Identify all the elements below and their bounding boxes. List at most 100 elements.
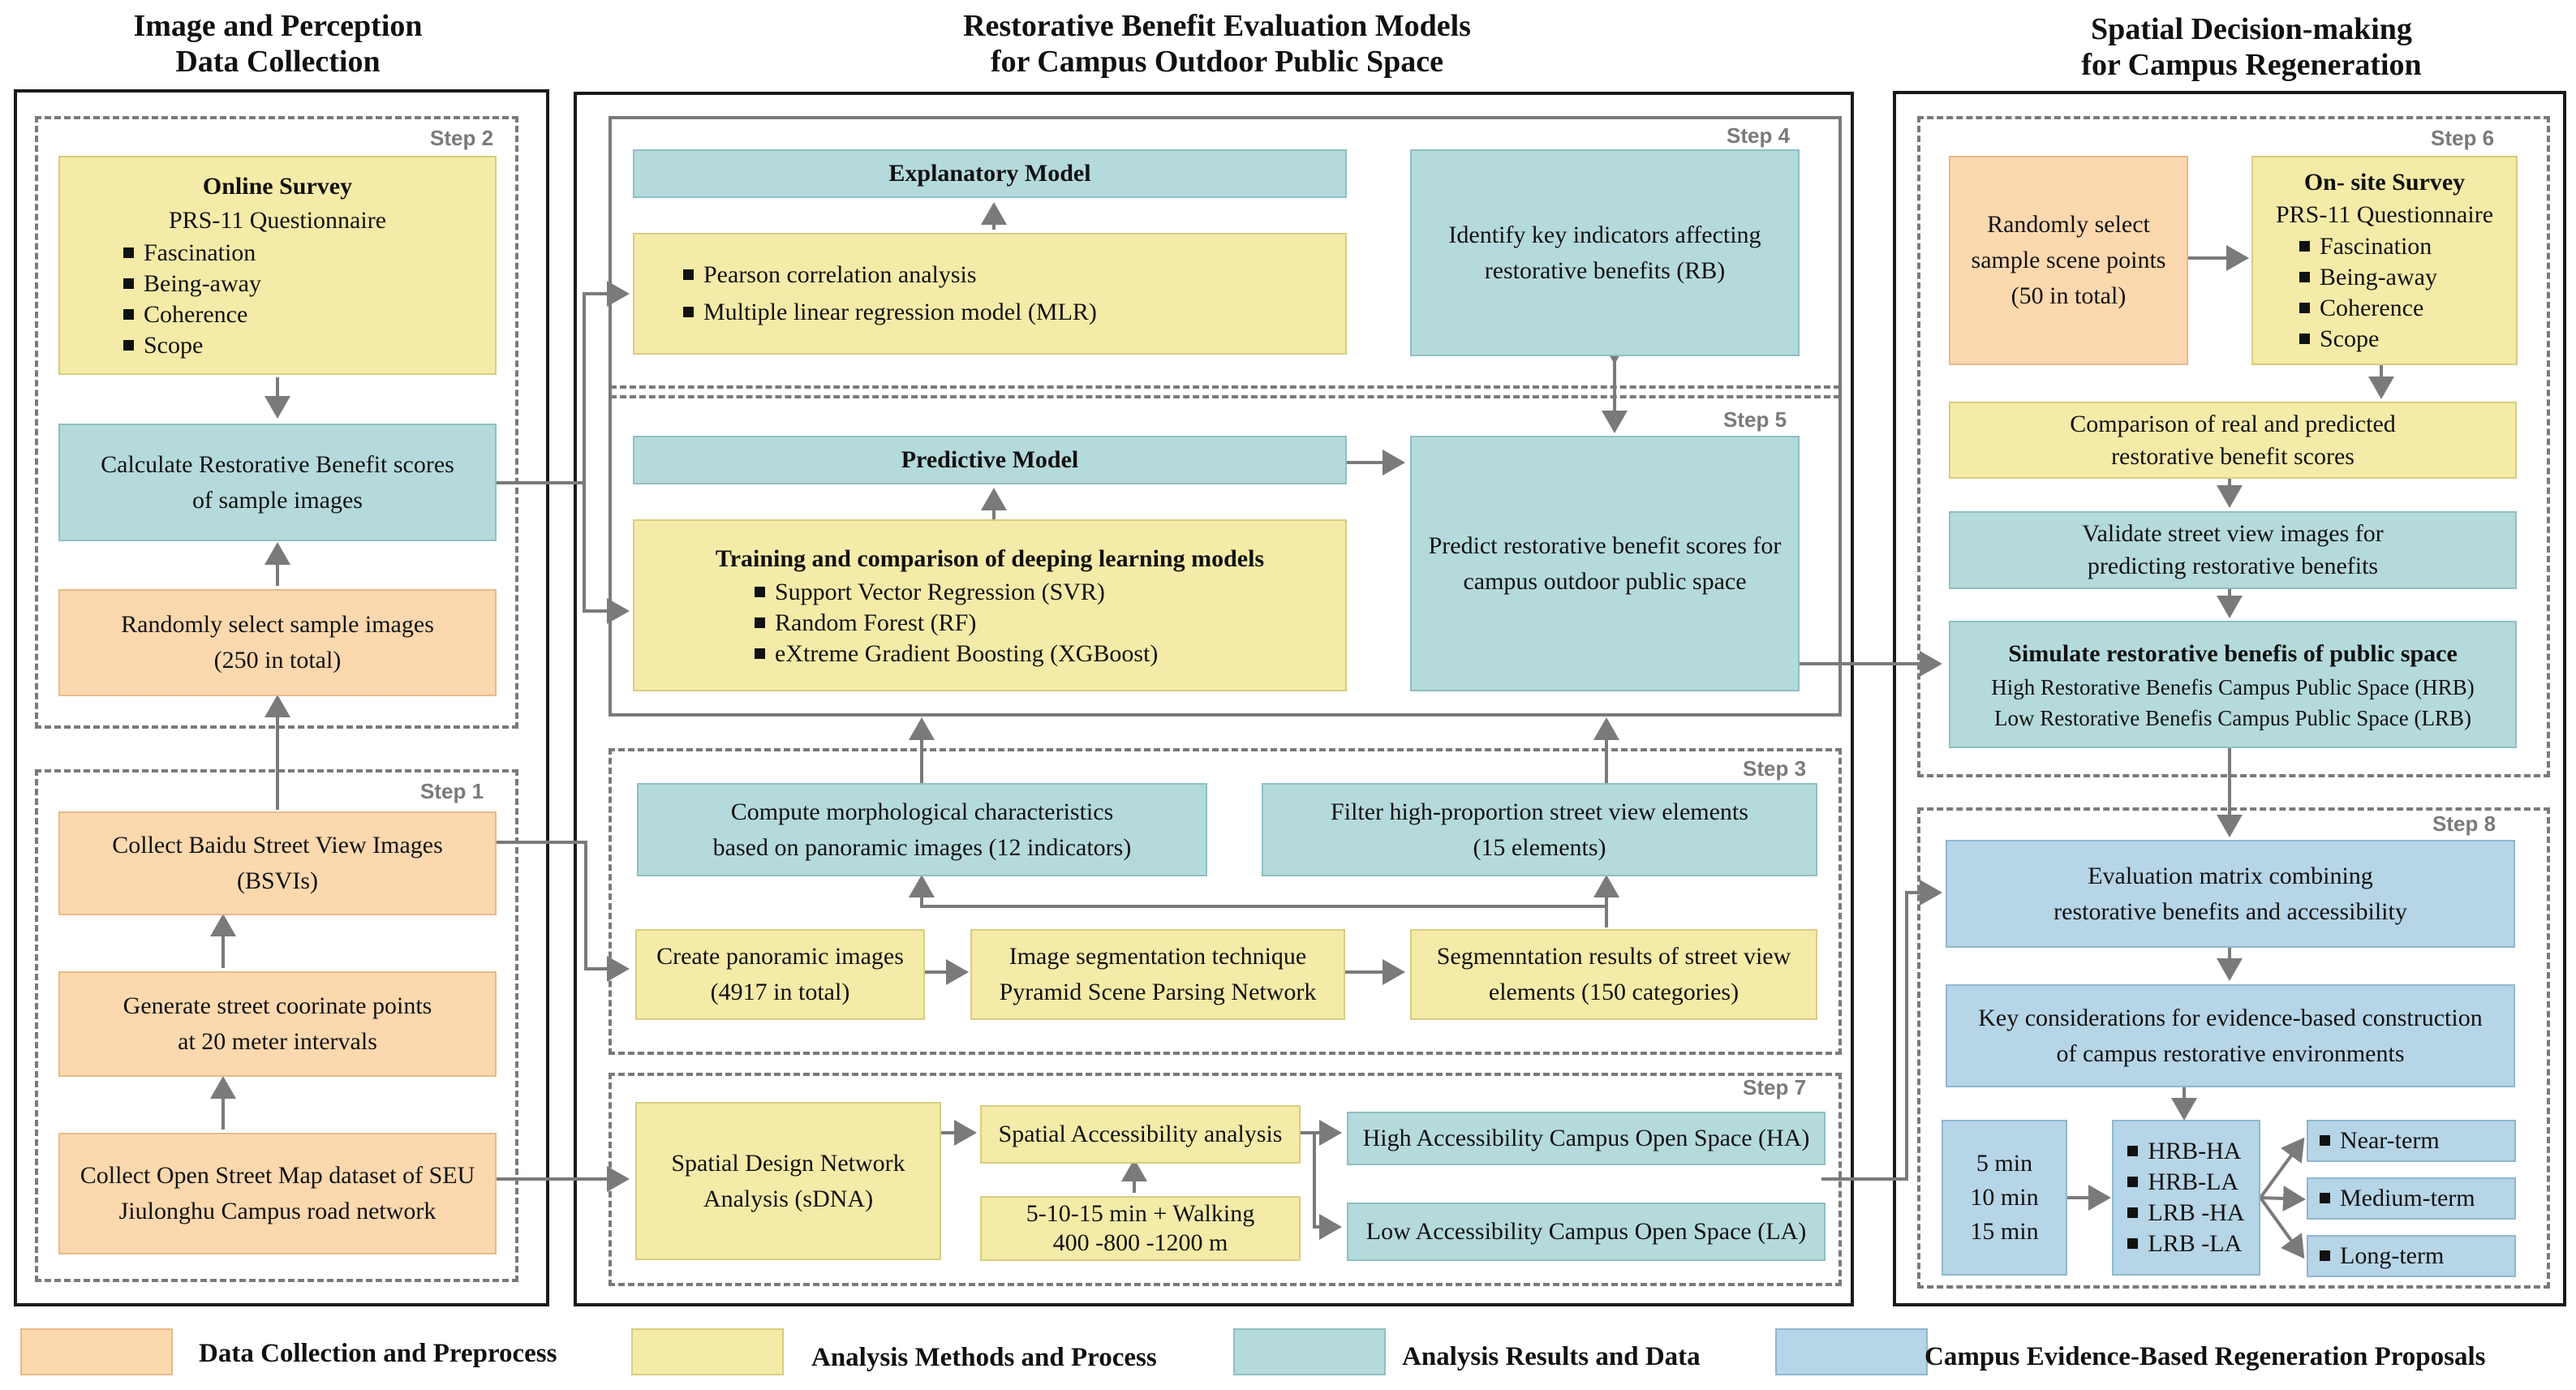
comparison-box: Comparison of real and predicted restora…	[1949, 402, 2517, 479]
high-accessibility-label: High Accessibility Campus Open Space (HA…	[1362, 1125, 1810, 1151]
collect-bsvi-box: Collect Baidu Street View Images (BSVIs)	[58, 811, 497, 915]
random-images-line-1: Randomly select sample images	[121, 611, 434, 638]
identify-indicators-line-1: Identify key indicators affecting	[1448, 221, 1761, 248]
identify-indicators-line-2: restorative benefits (RB)	[1484, 256, 1726, 284]
onsite-survey-subtitle: PRS-11 Questionnaire	[2275, 201, 2494, 228]
training-models-list: Support Vector Regression (SVR) Random F…	[755, 577, 1209, 669]
long-term-box: Long-term	[2307, 1235, 2516, 1277]
key-considerations-line-1: Key considerations for evidence-based co…	[1978, 1004, 2483, 1031]
random-points-box: Randomly select sample scene points (50 …	[1949, 156, 2188, 365]
accessibility-analysis-box: Spatial Accessibility analysis	[980, 1105, 1301, 1164]
bullet-square-icon	[683, 306, 694, 317]
minutes-box: 5 min 10 min 15 min	[1942, 1120, 2067, 1276]
random-points-line-2: sample scene points	[1971, 247, 2166, 273]
validate-line-2: predicting restorative benefits	[2087, 553, 2379, 579]
walking-range-line-2: 400 -800 -1200 m	[1052, 1229, 1228, 1256]
sdna-line-1: Spatial Design Network	[671, 1149, 905, 1177]
segmentation-results-box: Segmenntation results of street view ele…	[1410, 929, 1817, 1020]
bullet-square-icon	[683, 269, 694, 280]
comparison-line-1: Comparison of real and predicted	[2070, 410, 2396, 437]
arrow-seg-to-morph	[909, 875, 1608, 927]
onsite-survey-item: Coherence	[2299, 293, 2470, 324]
medium-term-label: Medium-term	[2320, 1181, 2475, 1216]
bullet-square-icon	[755, 586, 765, 597]
step-6-label: Step 6	[2431, 126, 2495, 150]
create-panoramic-box: Create panoramic images (4917 in total)	[635, 929, 925, 1020]
legend-label-analysis-results: Analysis Results and Data	[1402, 1342, 1701, 1371]
near-term-box: Near-term	[2307, 1120, 2516, 1162]
low-accessibility-label: Low Accessibility Campus Open Space (LA)	[1365, 1218, 1807, 1245]
step-7-label: Step 7	[1743, 1075, 1807, 1100]
simulate-line-lrb: Low Restorative Benefis Campus Public Sp…	[1994, 705, 2471, 730]
simulate-line-hrb: High Restorative Benefis Campus Public S…	[1991, 674, 2475, 699]
comparison-line-2: restorative benefit scores	[2111, 442, 2355, 470]
calculate-scores-box: Calculate Restorative Benefit scores of …	[58, 424, 497, 541]
predict-scores-line-2: campus outdoor public space	[1463, 567, 1747, 595]
collect-bsvi-line-1: Collect Baidu Street View Images	[112, 832, 443, 859]
training-models-box: Training and comparison of deeping learn…	[633, 519, 1347, 691]
combos-box: HRB-HA HRB-LA LRB -HA LRB -LA	[2112, 1120, 2260, 1276]
legend-swatch-regeneration-proposals	[1775, 1328, 1928, 1375]
create-panoramic-line-2: (4917 in total)	[710, 979, 850, 1005]
combos-list: HRB-HA HRB-LA LRB -HA LRB -LA	[2127, 1136, 2245, 1259]
generate-points-line-1: Generate street coorinate points	[123, 992, 432, 1019]
online-survey-item: Scope	[123, 330, 367, 361]
segmentation-line-1: Image segmentation technique	[1008, 943, 1307, 970]
create-panoramic-line-1: Create panoramic images	[656, 943, 904, 970]
simulate-title: Simulate restorative benefis of public s…	[2008, 639, 2458, 667]
predict-scores-line-1: Predict restorative benefit scores for	[1428, 531, 1782, 559]
middle-title-line-1: Restorative Benefit Evaluation Models	[963, 9, 1471, 43]
filter-elements-box: Filter high-proportion street view eleme…	[1262, 783, 1817, 876]
online-survey-box: Online Survey PRS-11 Questionnaire Fasci…	[58, 156, 497, 375]
segmentation-line-2: Pyramid Scene Parsing Network	[999, 979, 1317, 1005]
step-3-frame	[609, 748, 1842, 1055]
near-term-label: Near-term	[2320, 1123, 2440, 1159]
evaluation-matrix-line-1: Evaluation matrix combining	[2088, 862, 2373, 889]
predictive-model-box: Predictive Model	[633, 436, 1347, 484]
online-survey-title: Online Survey	[202, 173, 353, 200]
training-models-title: Training and comparison of deeping learn…	[715, 545, 1265, 572]
step-4-5-frame	[609, 116, 1842, 717]
sdna-box: Spatial Design Network Analysis (sDNA)	[635, 1102, 941, 1260]
long-term-label: Long-term	[2320, 1238, 2444, 1274]
onsite-survey-title: On- site Survey	[2303, 169, 2466, 196]
right-title-line-2: for Campus Regeneration	[2081, 48, 2422, 82]
onsite-survey-item: Fascination	[2299, 231, 2470, 262]
compute-morph-line-1: Compute morphological characteristics	[730, 798, 1114, 825]
legend-swatch-analysis-methods	[631, 1328, 784, 1375]
explanatory-model-title: Explanatory Model	[888, 160, 1091, 187]
explanatory-methods-box: Pearson correlation analysis Multiple li…	[633, 233, 1347, 355]
left-title-line-1: Image and Perception	[133, 9, 423, 43]
bullet-square-icon	[2320, 1192, 2330, 1203]
random-points-line-1: Randomly select	[1987, 211, 2150, 238]
validate-box: Validate street view images for predicti…	[1949, 511, 2517, 589]
explanatory-methods-list: Pearson correlation analysis Multiple li…	[683, 256, 1097, 331]
predictive-model-title: Predictive Model	[901, 446, 1079, 473]
middle-title-line-2: for Campus Outdoor Public Space	[990, 45, 1444, 79]
bullet-square-icon	[2127, 1207, 2139, 1218]
key-considerations-line-2: of campus restorative environments	[2056, 1039, 2405, 1067]
segmentation-results-line-1: Segmenntation results of street view	[1436, 943, 1791, 970]
legend-swatch-data-collection	[20, 1328, 173, 1375]
compute-morph-line-2: based on panoramic images (12 indicators…	[712, 833, 1132, 861]
arrow-combos-to-long	[2259, 1196, 2305, 1259]
arrow-combos-to-medium	[2260, 1186, 2306, 1212]
step-3-label: Step 3	[1743, 756, 1807, 781]
online-survey-subtitle: PRS-11 Questionnaire	[168, 207, 387, 234]
online-survey-item: Being-away	[123, 269, 367, 299]
minutes-5: 5 min	[1976, 1150, 2033, 1177]
bullet-square-icon	[755, 617, 765, 628]
random-images-line-2: (250 in total)	[213, 647, 342, 673]
collect-osm-box: Collect Open Street Map dataset of SEU J…	[58, 1133, 497, 1254]
bullet-square-icon	[2127, 1237, 2139, 1249]
onsite-survey-item: Scope	[2299, 324, 2470, 355]
online-survey-item: Fascination	[123, 238, 367, 269]
key-considerations-box: Key considerations for evidence-based co…	[1946, 984, 2515, 1087]
predict-scores-box: Predict restorative benefit scores for c…	[1410, 436, 1800, 691]
step-8-label: Step 8	[2432, 811, 2496, 836]
bullet-square-icon	[2320, 1134, 2330, 1146]
step-5-label: Step 5	[1723, 407, 1787, 432]
medium-term-box: Medium-term	[2307, 1177, 2516, 1220]
bullet-square-icon	[123, 308, 134, 320]
combo-item: HRB-LA	[2127, 1167, 2244, 1198]
